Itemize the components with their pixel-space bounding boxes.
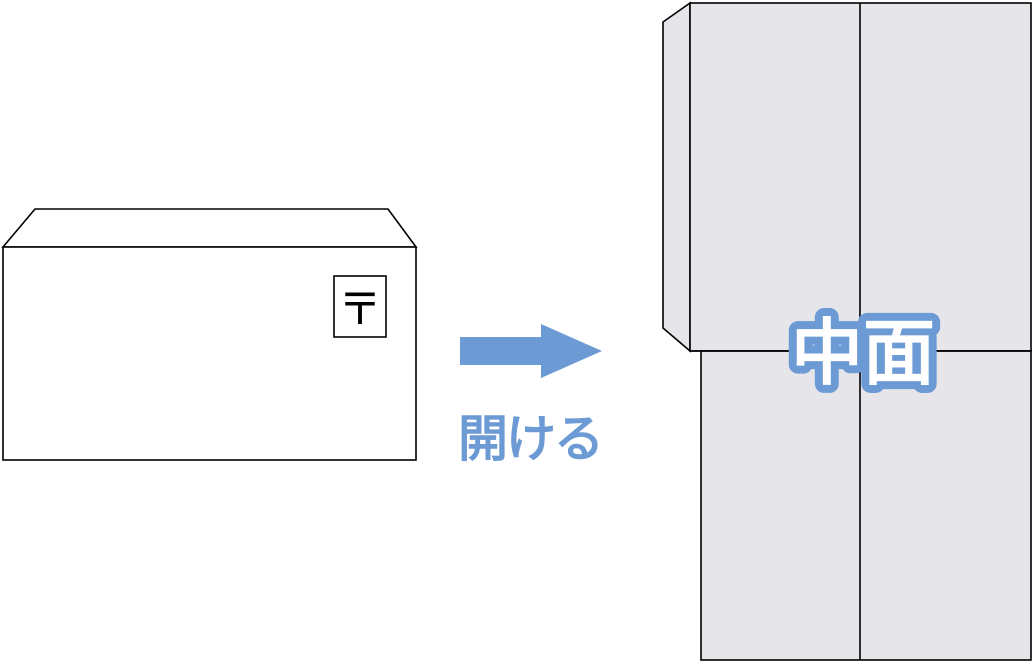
- side-label-text: 中面: [791, 311, 935, 395]
- lower-panel: [700, 350, 1032, 661]
- postal-code-box: [333, 275, 387, 338]
- action-label: 開ける: [458, 410, 602, 468]
- envelope-flap: [1, 208, 418, 248]
- side-flap: [662, 1, 691, 353]
- side-label: 中面 中面: [783, 303, 943, 403]
- postal-mark-icon: 〒: [338, 284, 382, 335]
- side-label-outline: 中面: [791, 311, 935, 395]
- closed-envelope: 〒: [1, 208, 418, 461]
- opened-envelope: [662, 1, 1032, 661]
- open-arrow-icon: [460, 324, 602, 378]
